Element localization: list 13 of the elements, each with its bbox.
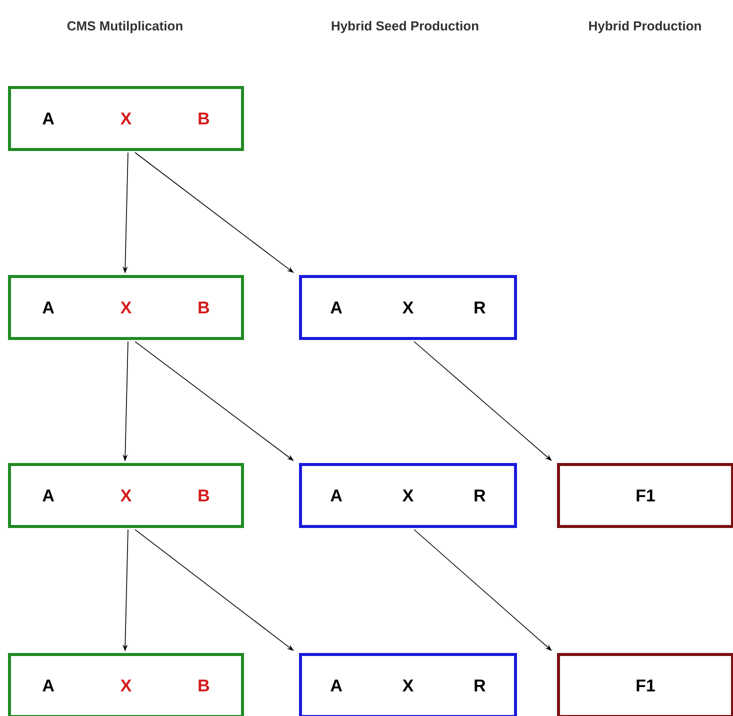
column-heading: CMS Mutilplication: [67, 20, 182, 34]
process-box: A X R: [299, 653, 517, 716]
process-box: A X R: [299, 463, 517, 528]
process-box: A X B: [8, 275, 244, 340]
column-heading: Hybrid Production: [589, 20, 701, 34]
process-box: A X B: [8, 86, 244, 151]
process-box: A X B: [8, 653, 244, 716]
process-box: F1: [557, 463, 733, 528]
column-heading: Hybrid Seed Production: [332, 20, 478, 34]
process-box: F1: [557, 653, 733, 716]
arrow: [414, 529, 552, 651]
process-box: A X R: [299, 275, 517, 340]
process-box: A X B: [8, 463, 244, 528]
